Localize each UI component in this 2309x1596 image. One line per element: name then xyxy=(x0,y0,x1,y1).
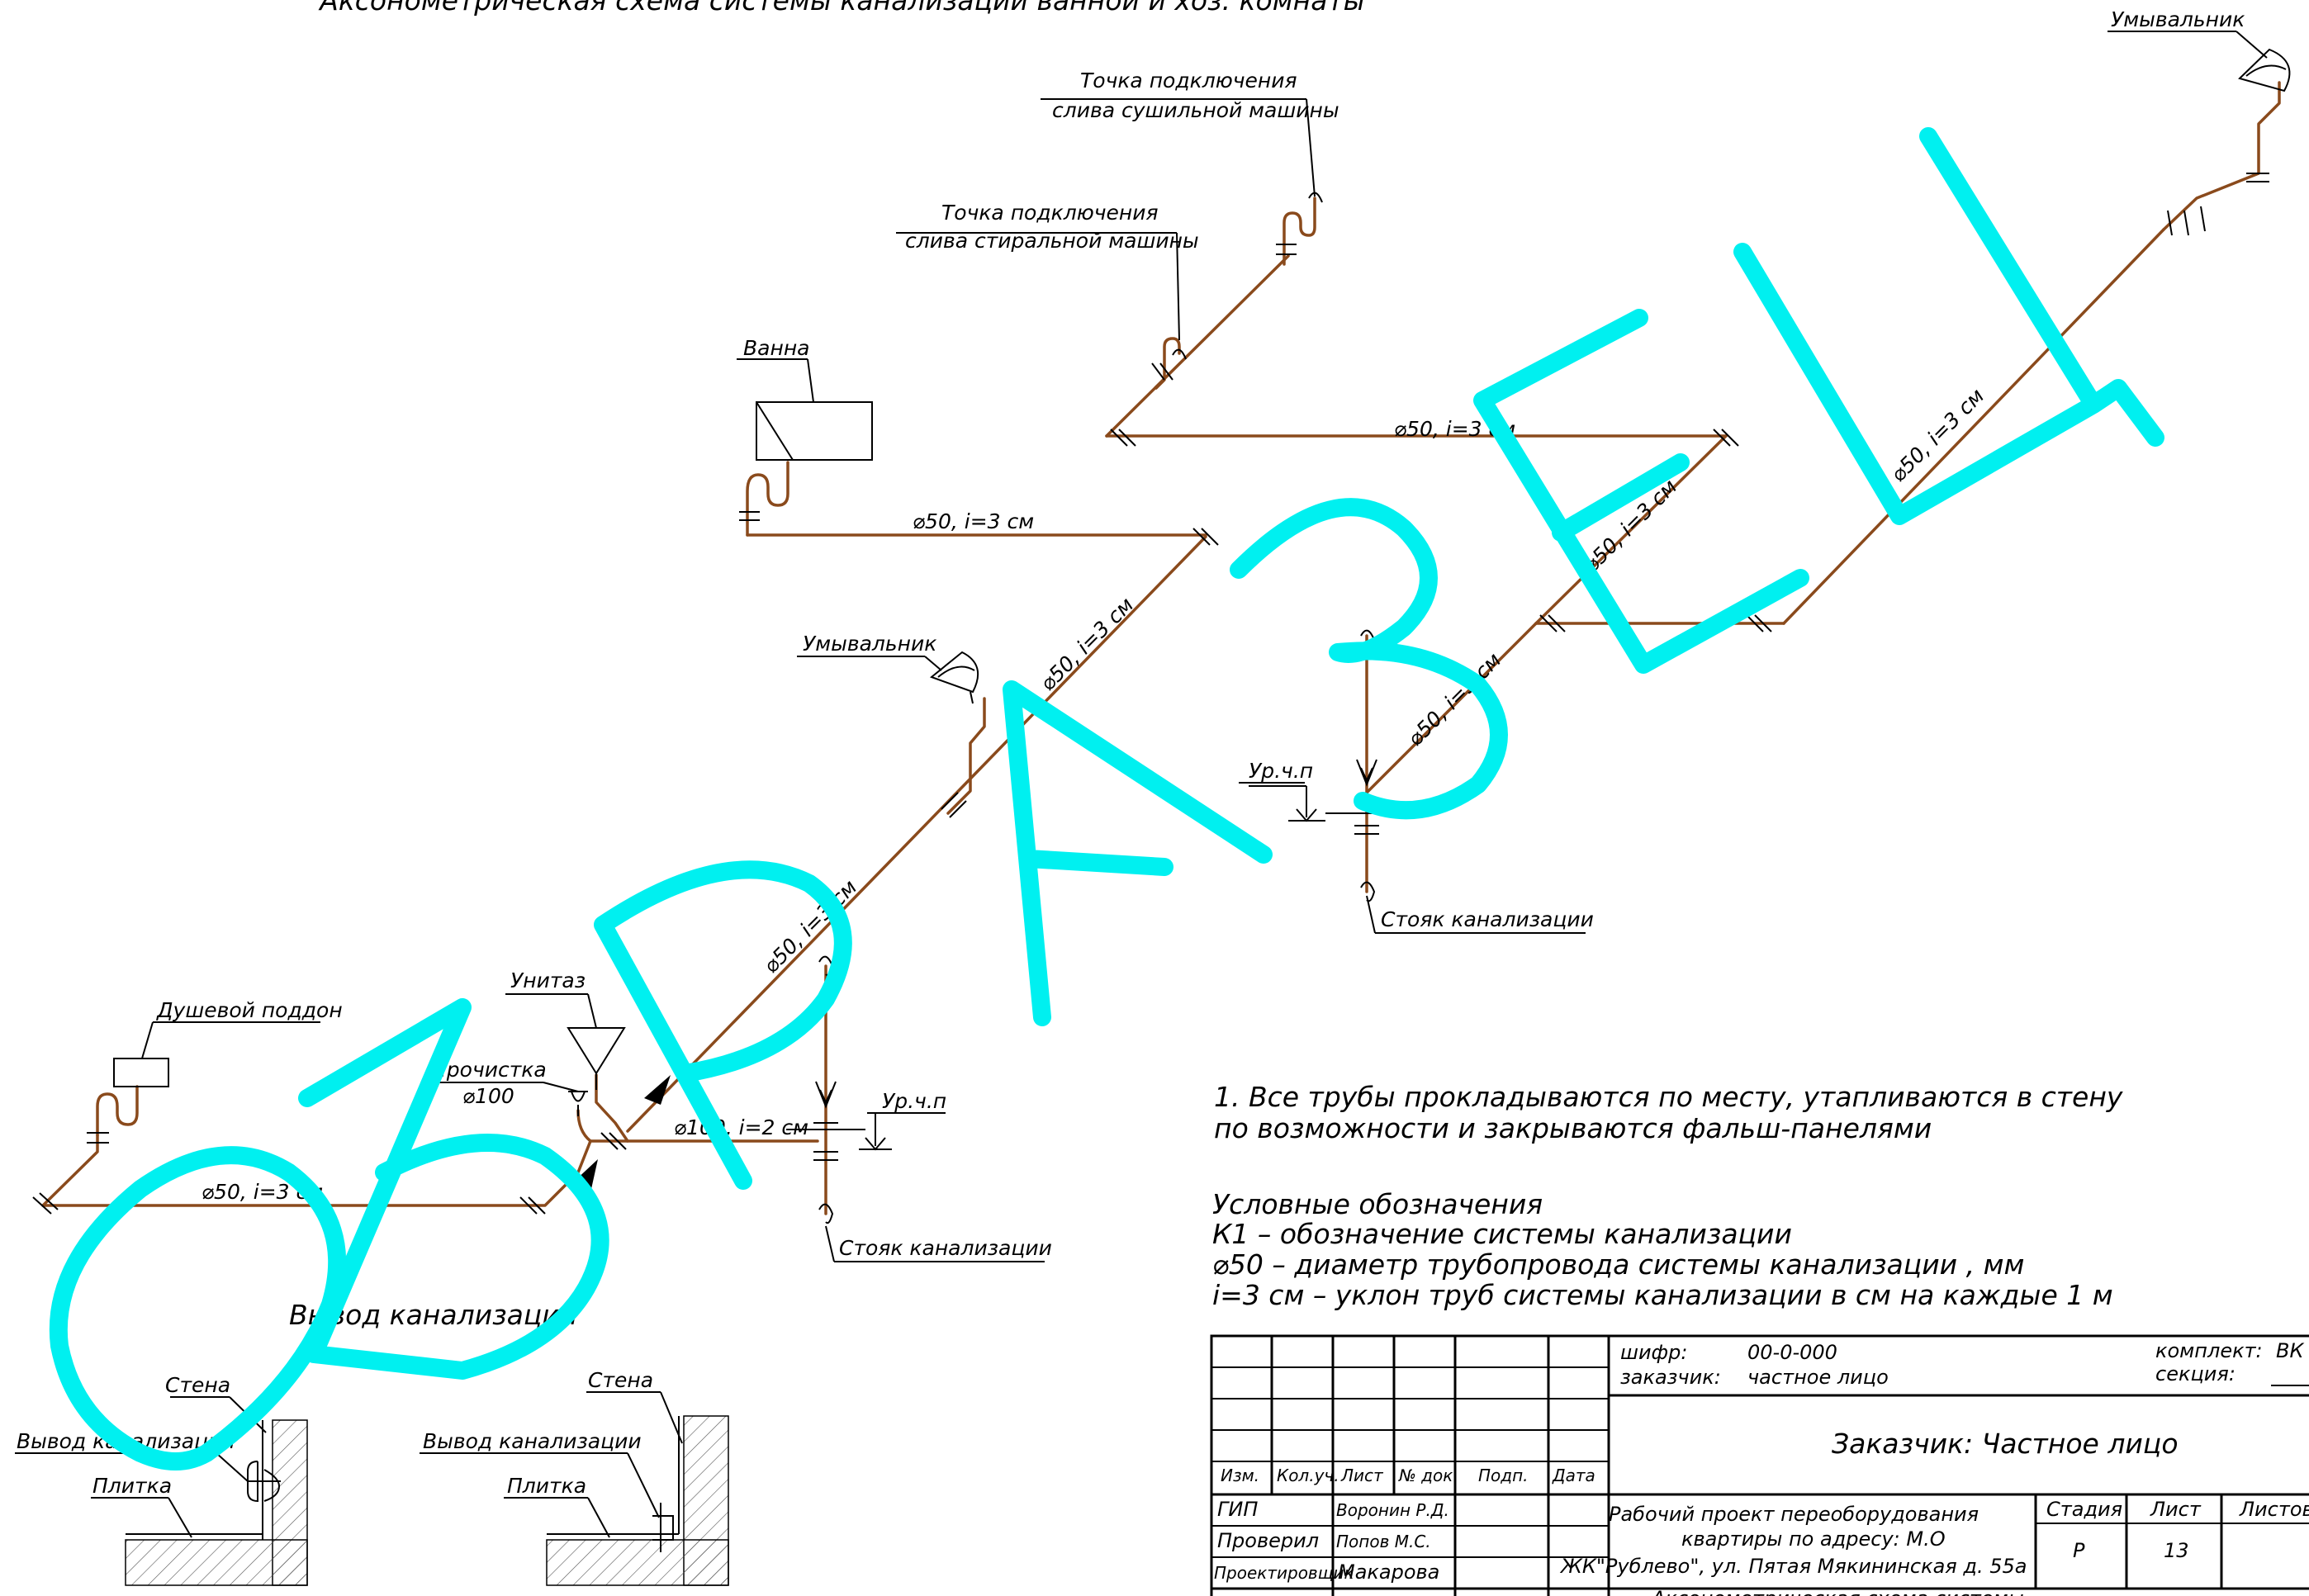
pipe-shower-trap xyxy=(96,1085,139,1137)
tb-header-izm: Изм. xyxy=(1221,1466,1259,1485)
label-toilet: Унитаз xyxy=(510,968,586,992)
tb-client: Заказчик: Частное лицо xyxy=(1832,1428,2179,1460)
detail1-wall-label: Стена xyxy=(165,1373,230,1397)
pipe-washer-trap xyxy=(1154,337,1181,390)
detail2-tile-label: Плитка xyxy=(507,1474,586,1498)
label-washer-line2: слива стиральной машины xyxy=(905,229,1199,253)
detail1-tile-label: Плитка xyxy=(92,1474,172,1498)
floor-level-right xyxy=(1249,785,1325,822)
tb-header-list: Лист xyxy=(1340,1466,1384,1485)
legend-d50: ⌀50 – диаметр трубопровода системы канал… xyxy=(1212,1248,2024,1281)
tb-role-checked: Проверил xyxy=(1217,1529,1319,1552)
tb-project-line3: ЖК"Рублево", ул. Пятая Мякининская д. 55… xyxy=(1559,1555,2027,1578)
detail2-wall-label: Стена xyxy=(588,1368,653,1392)
label-shower-tray: Душевой поддон xyxy=(156,998,343,1022)
label-washbasin-top: Умывальник xyxy=(2111,7,2245,31)
watermark-letter-b xyxy=(298,998,609,1380)
label-riser-left: Стояк канализации xyxy=(839,1236,1052,1260)
note-1-line1: 1. Все трубы прокладываются по месту, ут… xyxy=(1214,1081,2123,1113)
label-floor-level-right: Ур.ч.п xyxy=(1249,759,1313,783)
watermark-letter-z xyxy=(1230,498,1508,820)
pipe-cleanout xyxy=(576,1109,592,1143)
legend-slope: i=3 см – уклон труб системы канализации … xyxy=(1212,1279,2113,1311)
tb-bottom-cut: Аксонометрическая схема системы xyxy=(1650,1587,2024,1596)
tb-section-label: секция: xyxy=(2155,1362,2236,1385)
tb-cipher-label: шифр: xyxy=(1620,1341,1687,1364)
pipe-dryer-trap xyxy=(1283,197,1316,266)
tb-cipher-value: 00-0-000 xyxy=(1747,1341,1837,1364)
pipe-washbasin-mid xyxy=(946,697,986,815)
label-washer-line1: Точка подключения xyxy=(941,201,1159,225)
tb-customer-label: заказчик: xyxy=(1620,1366,1721,1389)
label-floor-level-left: Ур.ч.п xyxy=(882,1089,946,1113)
toilet-symbol xyxy=(567,1027,626,1090)
shower-tray-symbol xyxy=(113,1058,169,1087)
tb-name-designer: Макарова xyxy=(1338,1560,1439,1584)
pipe-right-diagonal-b xyxy=(1782,228,2165,625)
tb-role-gip: ГИП xyxy=(1217,1498,1258,1521)
label-riser-right: Стояк канализации xyxy=(1381,907,1594,931)
detail2-outlet-label: Вывод канализации xyxy=(423,1429,642,1453)
tb-project-line1: Рабочий проект переоборудования xyxy=(1609,1503,1979,1526)
tb-name-checked: Попов М.С. xyxy=(1336,1532,1431,1551)
pipe-washer-diagonal xyxy=(1105,254,1290,438)
note-1-line2: по возможности и закрываются фальш-панел… xyxy=(1214,1112,1932,1144)
pipe-diagonal-main xyxy=(626,535,1207,1133)
watermark-letter-e xyxy=(1473,309,1809,674)
tb-stage-header: Стадия xyxy=(2046,1498,2122,1521)
tb-header-sign: Подп. xyxy=(1478,1466,1529,1485)
tb-stage-value: Р xyxy=(2073,1539,2085,1562)
pipe-shower-drop xyxy=(41,1134,99,1207)
leaders xyxy=(141,31,2268,1262)
tb-customer-value: частное лицо xyxy=(1747,1366,1889,1389)
watermark-letter-ts xyxy=(1733,127,2164,525)
tb-header-kol: Кол.уч. xyxy=(1277,1466,1339,1485)
tb-project-line2: квартиры по адресу: М.О xyxy=(1681,1527,1946,1551)
tb-header-doc: № док. xyxy=(1398,1466,1458,1485)
label-cleanout-line1: Прочистка xyxy=(431,1058,547,1082)
legend-k1: К1 – обозначение системы канализации xyxy=(1212,1218,1792,1250)
watermark xyxy=(49,127,2164,1470)
flow-arrow-upper xyxy=(644,1075,671,1105)
pipe-right-riser-diagonal xyxy=(1361,622,1538,798)
pipe-right-diagonal-a xyxy=(1534,434,1728,625)
cleanout-symbol xyxy=(568,1091,588,1116)
tb-sheet-value: 13 xyxy=(2164,1539,2189,1562)
detail-2 xyxy=(420,1391,729,1586)
pipe-label-toilet-outlet: ⌀100, i=2 см xyxy=(674,1115,808,1139)
washbasin-top-symbol xyxy=(2238,48,2291,92)
pipe-bath-trap xyxy=(746,461,789,537)
label-cleanout-line2: ⌀100 xyxy=(462,1084,514,1108)
drawing-title: Аксонометрическая схема системы канализа… xyxy=(318,0,1364,17)
label-bath: Ванна xyxy=(743,336,809,360)
washbasin-mid-symbol xyxy=(929,651,979,704)
tb-name-gip: Воронин Р.Д. xyxy=(1336,1500,1449,1520)
pipe-fittings xyxy=(32,173,2269,1215)
pipe-label-diag-mid: ⌀50, i=3 см xyxy=(1036,593,1139,696)
pipe-washbasin-top xyxy=(2162,81,2281,231)
watermark-letter-a xyxy=(1003,680,1273,1026)
riser-sockets xyxy=(815,759,1377,1109)
break-marks xyxy=(818,192,1376,1224)
tb-sheets-header: Листов xyxy=(2239,1498,2309,1521)
title-block xyxy=(1210,1334,2309,1596)
label-dryer-line1: Точка подключения xyxy=(1080,69,1297,92)
tb-header-date: Дата xyxy=(1552,1466,1595,1485)
tb-kit-label: комплект: xyxy=(2155,1339,2263,1362)
watermark-letter-r xyxy=(594,860,852,1190)
tb-role-designer: Проектировщик xyxy=(1214,1563,1354,1583)
detail-1 xyxy=(15,1396,308,1586)
label-dryer-line2: слива сушильной машины xyxy=(1052,98,1339,122)
pipe-label-bath: ⌀50, i=3 см xyxy=(913,509,1034,533)
tb-sheet-header: Лист xyxy=(2150,1498,2202,1521)
label-washbasin-mid: Умывальник xyxy=(803,632,936,656)
floor-level-left xyxy=(859,1112,946,1151)
pipe-toilet-drop xyxy=(595,1073,629,1143)
bath-symbol xyxy=(756,401,873,461)
tb-kit-value: ВК xyxy=(2276,1339,2304,1362)
legend-title: Условные обозначения xyxy=(1212,1188,1543,1220)
